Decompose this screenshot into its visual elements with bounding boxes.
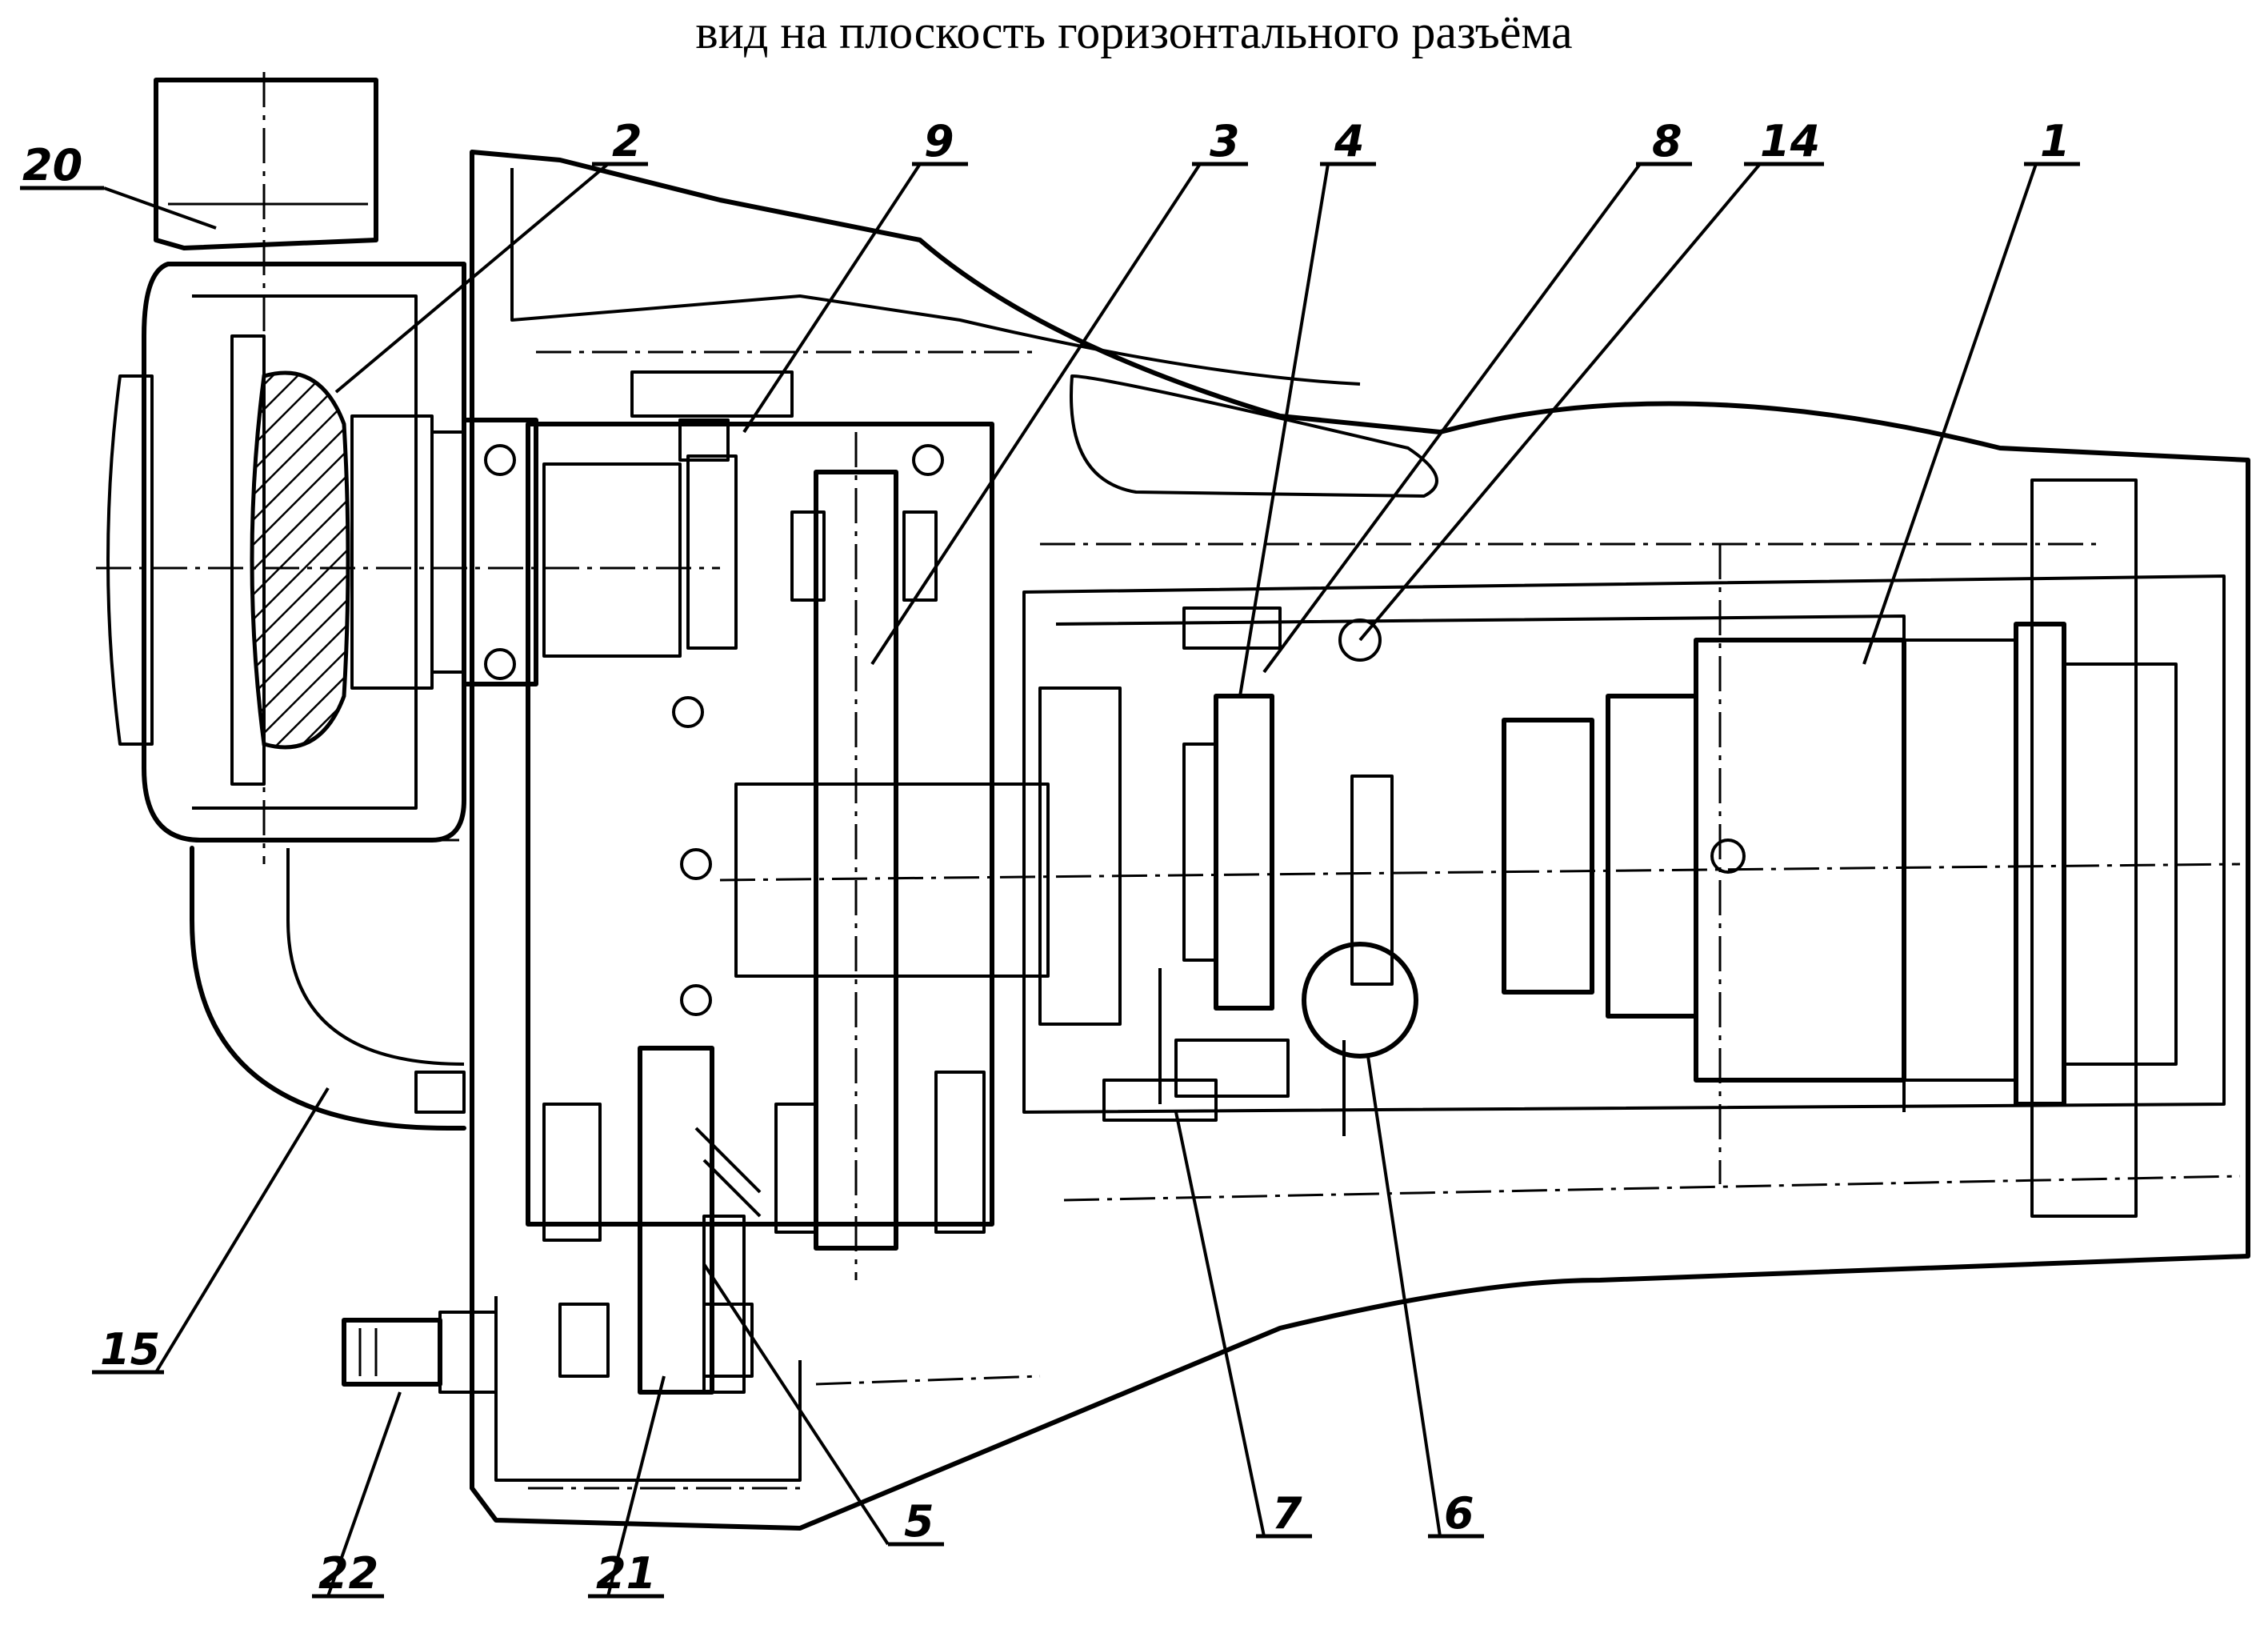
drawing-title: вид на плоскость горизонтального разъёма [695, 6, 1573, 58]
housing-outline [470, 150, 2250, 1531]
lower-gear-pair [542, 1046, 818, 1395]
callout-number: 9 [924, 116, 954, 166]
callout-number: 14 [1760, 116, 1820, 166]
callout-number: 15 [100, 1324, 160, 1375]
callout-20: 20 [20, 140, 217, 230]
callout-1: 1 [1862, 116, 2080, 665]
callout-number: 8 [1652, 116, 1682, 166]
callout-8: 8 [1262, 116, 1692, 674]
callout-number: 4 [1334, 116, 1365, 166]
callout-15: 15 [92, 1087, 330, 1375]
callout-7: 7 [1174, 1111, 1312, 1539]
callout-3: 3 [870, 116, 1248, 666]
toothed-ring [1182, 606, 1418, 1059]
callout-5: 5 [702, 1263, 944, 1547]
center-lines [200, 350, 2241, 1490]
gear-shaft [719, 432, 2241, 1280]
callout-number: 2 [612, 116, 642, 166]
oil-pipe [190, 846, 466, 1131]
input-shaft-end [342, 1311, 498, 1394]
coupling-assembly [96, 262, 720, 843]
callout-number: 5 [904, 1496, 934, 1547]
gearbox-left [462, 370, 994, 1227]
callout-9: 9 [742, 116, 968, 434]
callout-number: 7 [1272, 1488, 1302, 1539]
callout-6: 6 [1366, 1055, 1484, 1539]
callout-2: 2 [334, 116, 648, 394]
right-flange [1502, 478, 2178, 1218]
callout-number: 20 [22, 140, 82, 190]
callout-22: 22 [312, 1391, 402, 1599]
callout-14: 14 [1358, 116, 1824, 642]
callout-number: 1 [2040, 116, 2070, 166]
callout-number: 22 [318, 1548, 378, 1599]
callout-21: 21 [588, 1375, 666, 1599]
callout-number: 3 [1210, 116, 1240, 166]
pressure-instrument [1102, 968, 1346, 1136]
callout-number: 21 [596, 1548, 656, 1599]
callout-4: 4 [1238, 116, 1376, 697]
callout-number: 6 [1444, 1488, 1474, 1539]
